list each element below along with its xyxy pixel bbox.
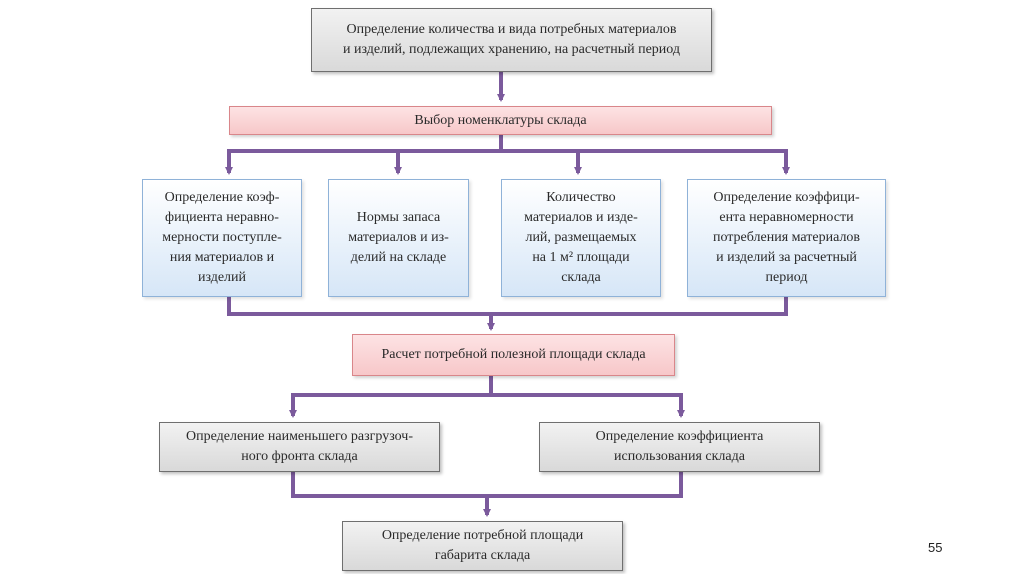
quantity-per-square-meter-box: Количество материалов и изде- лий, разме… — [501, 179, 661, 297]
materials-definition-box: Определение количества и вида потребных … — [311, 8, 712, 72]
utilization-coefficient-box: Определение коэффициента использования с… — [539, 422, 820, 472]
consumption-irregularity-box: Определение коэффици- ента неравномернос… — [687, 179, 886, 297]
receipt-irregularity-box: Определение коэф- фициента неравно- мерн… — [142, 179, 302, 297]
stock-norms-box: Нормы запаса материалов и из- делий на с… — [328, 179, 469, 297]
useful-area-calculation-box: Расчет потребной полезной площади склада — [352, 334, 675, 376]
page-number: 55 — [928, 540, 943, 555]
total-area-box: Определение потребной площади габарита с… — [342, 521, 623, 571]
unloading-front-box: Определение наименьшего разгрузоч- ного … — [159, 422, 440, 472]
nomenclature-box: Выбор номенклатуры склада — [229, 106, 772, 135]
